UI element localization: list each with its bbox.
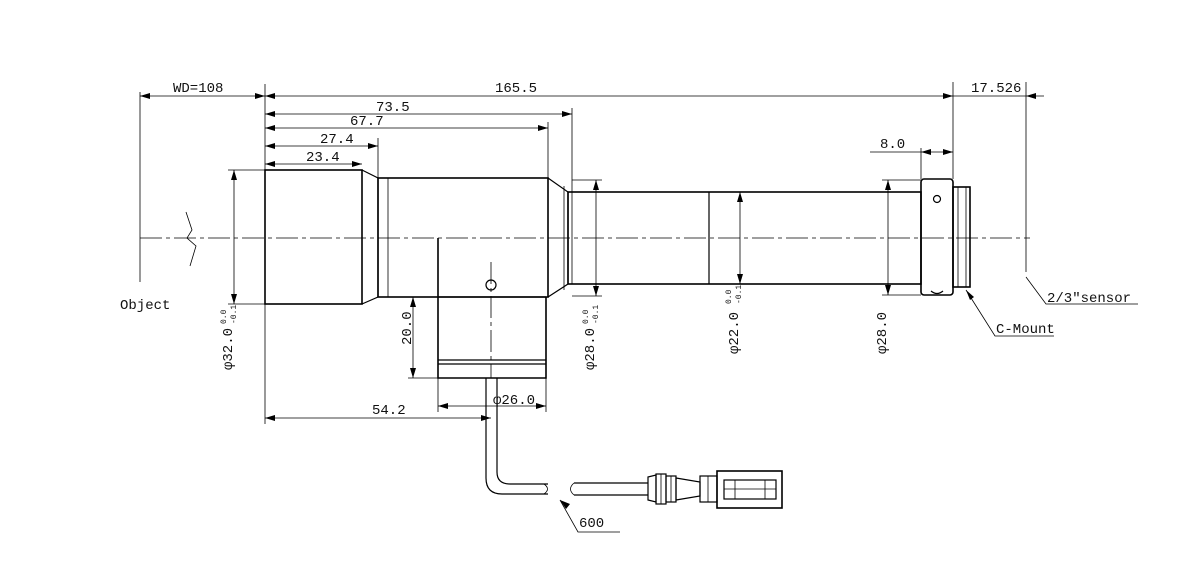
dim-23-4: 23.4 xyxy=(265,150,362,167)
dim-total-length: 165.5 xyxy=(265,81,953,99)
svg-text:27.4: 27.4 xyxy=(320,132,354,148)
dim-67-7: 67.7 xyxy=(265,114,548,131)
svg-text:20.0: 20.0 xyxy=(400,311,416,345)
dim-27-4: 27.4 xyxy=(265,132,378,149)
dim-dia-28-rear: φ28.0 xyxy=(875,179,921,354)
ring-screw-hole xyxy=(932,194,942,204)
svg-text:0.0: 0.0 xyxy=(725,289,734,304)
svg-text:67.7: 67.7 xyxy=(350,114,384,130)
middle-body xyxy=(377,177,549,298)
dim-dia-32: φ32.0 0.0 -0.1 xyxy=(220,169,265,370)
port-screw-hole xyxy=(485,279,497,291)
c-mount-leader xyxy=(965,289,1054,337)
front-step xyxy=(361,169,379,305)
c-mount-ring xyxy=(920,178,954,296)
svg-text:23.4: 23.4 xyxy=(306,150,340,166)
svg-text:φ26.0: φ26.0 xyxy=(493,393,535,409)
svg-text:-0.1: -0.1 xyxy=(735,285,744,304)
axis-break-symbol xyxy=(185,211,197,267)
cable-connector xyxy=(647,470,783,509)
cable-upper xyxy=(485,378,548,495)
object-label: Object xyxy=(120,298,170,314)
svg-text:φ32.0: φ32.0 xyxy=(221,328,237,370)
dim-20-0: 20.0 xyxy=(400,296,438,379)
coaxial-light-port xyxy=(437,238,547,379)
light-cable xyxy=(485,378,648,496)
dim-54-2: 54.2 xyxy=(265,403,491,421)
svg-text:8.0: 8.0 xyxy=(880,137,905,153)
svg-text:φ22.0: φ22.0 xyxy=(727,312,743,354)
middle-step xyxy=(547,177,569,298)
sensor-label: 2/3″sensor xyxy=(1047,291,1131,307)
c-mount-thread xyxy=(952,186,971,288)
svg-text:WD=108: WD=108 xyxy=(173,81,223,97)
svg-text:73.5: 73.5 xyxy=(376,100,410,116)
svg-text:-0.1: -0.1 xyxy=(230,305,239,324)
svg-text:φ28.0: φ28.0 xyxy=(875,312,891,354)
svg-text:φ28.0: φ28.0 xyxy=(583,328,599,370)
svg-text:54.2: 54.2 xyxy=(372,403,406,419)
dim-26-0: φ26.0 xyxy=(438,393,546,409)
cable-length-leader xyxy=(559,499,620,533)
dim-8-0: 8.0 xyxy=(870,137,953,179)
sensor-leader xyxy=(1025,276,1138,305)
dim-back-focus: 17.526 xyxy=(953,81,1044,99)
dim-73-5: 73.5 xyxy=(265,100,572,117)
front-barrel xyxy=(264,169,363,305)
dim-working-distance: WD=108 xyxy=(140,81,265,99)
dim-dia-28-front: φ28.0 0.0 -0.1 xyxy=(572,179,602,370)
svg-text:0.0: 0.0 xyxy=(582,309,591,324)
c-mount-label: C-Mount xyxy=(996,322,1055,338)
cable-length-label: 600 xyxy=(579,516,604,532)
cable-lower xyxy=(496,378,548,485)
dim-dia-22: φ22.0 0.0 -0.1 xyxy=(725,192,744,354)
svg-text:17.526: 17.526 xyxy=(971,81,1021,97)
svg-text:165.5: 165.5 xyxy=(495,81,537,97)
lens-body xyxy=(264,169,971,379)
svg-text:-0.1: -0.1 xyxy=(592,305,601,324)
svg-text:0.0: 0.0 xyxy=(220,309,229,324)
